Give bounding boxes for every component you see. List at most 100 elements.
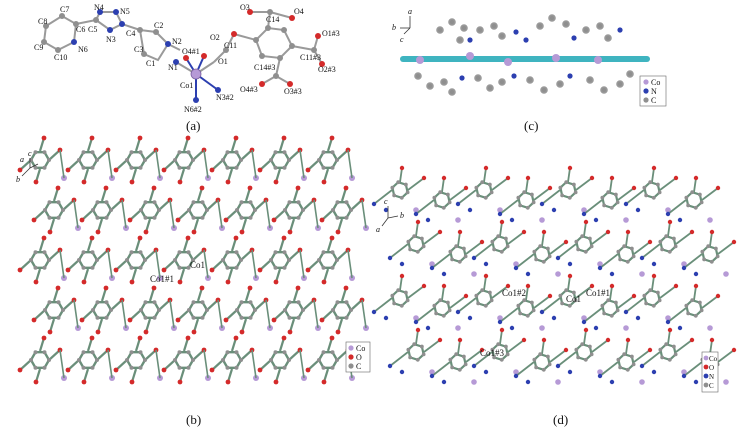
d-unit: [597, 337, 653, 385]
d-unit: [371, 273, 427, 321]
b-unit: [209, 135, 259, 185]
label-N6: N6: [78, 45, 88, 54]
axis-b-b: b: [16, 175, 20, 184]
label-O2-3: O2#3: [318, 65, 336, 74]
d-unit: [639, 327, 695, 375]
b-unit: [127, 285, 177, 335]
label-C10: C10: [54, 53, 67, 62]
label-C14: C14: [266, 15, 279, 24]
label-N6-2: N6#2: [184, 105, 202, 114]
label-C11-3: C11#3: [300, 53, 321, 62]
d-unit: [513, 337, 569, 385]
b-unit: [257, 235, 307, 285]
d-unit: [513, 229, 569, 277]
label-O2: O2: [210, 33, 220, 42]
b-unit: [209, 235, 259, 285]
panel-b-label: (b): [186, 412, 201, 427]
panel-b-2d-network: a c b Co1 Co1#1 Co O C (b): [16, 135, 371, 427]
b-unit: [175, 185, 225, 235]
label-d-co1-2: Co1#2: [502, 288, 526, 298]
label-O1: O1: [218, 57, 228, 66]
panel-d-framework: [371, 165, 737, 385]
label-O4-3: O4#3: [240, 85, 258, 94]
label-N1: N1: [168, 63, 178, 72]
d-unit: [371, 165, 427, 213]
chain-rod: [400, 56, 650, 62]
b-unit: [305, 135, 355, 185]
b-unit: [17, 235, 67, 285]
label-C1: C1: [146, 59, 155, 68]
b-unit: [65, 335, 115, 385]
label-C9: C9: [34, 43, 43, 52]
b-unit: [17, 135, 67, 185]
label-N3: N3: [106, 35, 116, 44]
legend-d: Co O N C: [701, 351, 719, 393]
label-O4: O4: [294, 7, 304, 16]
axis-b: b: [392, 23, 396, 32]
label-N2: N2: [172, 37, 182, 46]
axis-b-a: a: [20, 155, 24, 164]
b-unit: [79, 285, 129, 335]
axis-d-b: b: [400, 211, 404, 220]
b-unit: [113, 335, 163, 385]
d-unit: [455, 165, 511, 213]
legend-d-c: C: [709, 382, 714, 390]
label-d-co1: Co1: [566, 294, 581, 304]
label-N3-2: N3#2: [216, 93, 234, 102]
label-Co1: Co1: [180, 81, 193, 90]
d-unit: [639, 219, 695, 267]
d-unit: [539, 273, 595, 321]
d-unit: [581, 283, 637, 331]
b-unit: [209, 335, 259, 385]
label-O3: O3: [240, 3, 250, 12]
d-unit: [581, 175, 637, 223]
axis-indicator-c: [400, 16, 411, 35]
axis-a: a: [408, 7, 412, 16]
legend-d-n: N: [709, 373, 714, 381]
label-b-co1-1: Co1#1: [150, 274, 174, 284]
d-unit: [429, 337, 485, 385]
label-C8: C8: [38, 17, 47, 26]
panel-d-label: (d): [553, 412, 568, 427]
label-C3: C3: [134, 45, 143, 54]
b-unit: [79, 185, 129, 235]
label-C6: C6: [76, 25, 85, 34]
d-unit: [555, 327, 611, 375]
label-d-co1-3: Co1#3: [480, 348, 505, 358]
legend-c-co: Co: [651, 78, 660, 87]
label-O4-1: O4#1: [182, 47, 200, 56]
b-unit: [161, 335, 211, 385]
label-N5: N5: [120, 7, 130, 16]
b-unit: [17, 335, 67, 385]
label-C2: C2: [154, 21, 163, 30]
d-unit: [471, 219, 527, 267]
b-unit: [305, 235, 355, 285]
b-unit: [319, 285, 369, 335]
b-unit: [257, 335, 307, 385]
b-unit: [31, 285, 81, 335]
panel-c-label: (c): [524, 118, 538, 133]
b-unit: [257, 135, 307, 185]
legend-b-c: C: [356, 362, 361, 371]
legend-d-o: O: [709, 364, 714, 372]
panel-d-3d-framework: c b a Co1#2 Co1 Co1#1 Co1#3 Co O N C (d): [371, 165, 737, 427]
b-unit: [161, 235, 211, 285]
b-unit: [113, 135, 163, 185]
d-unit: [623, 273, 679, 321]
legend-b-co: Co: [356, 344, 365, 353]
b-unit: [319, 185, 369, 235]
axis-b-c: c: [28, 149, 32, 158]
d-unit: [681, 229, 737, 277]
label-d-co1-1: Co1#1: [586, 288, 610, 298]
axis-c: c: [400, 35, 404, 44]
panel-b-framework: [17, 135, 369, 385]
panel-a-molecule: C8 C7 C6 C9 C10 N6 N4 N5 C5 N3 C4 C3 C2 …: [34, 3, 340, 133]
b-unit: [31, 185, 81, 235]
b-unit: [65, 135, 115, 185]
d-unit: [597, 229, 653, 277]
d-unit: [455, 273, 511, 321]
d-unit: [497, 175, 553, 223]
axis-indicator-b: [21, 158, 39, 177]
axis-d-c: c: [384, 197, 388, 206]
